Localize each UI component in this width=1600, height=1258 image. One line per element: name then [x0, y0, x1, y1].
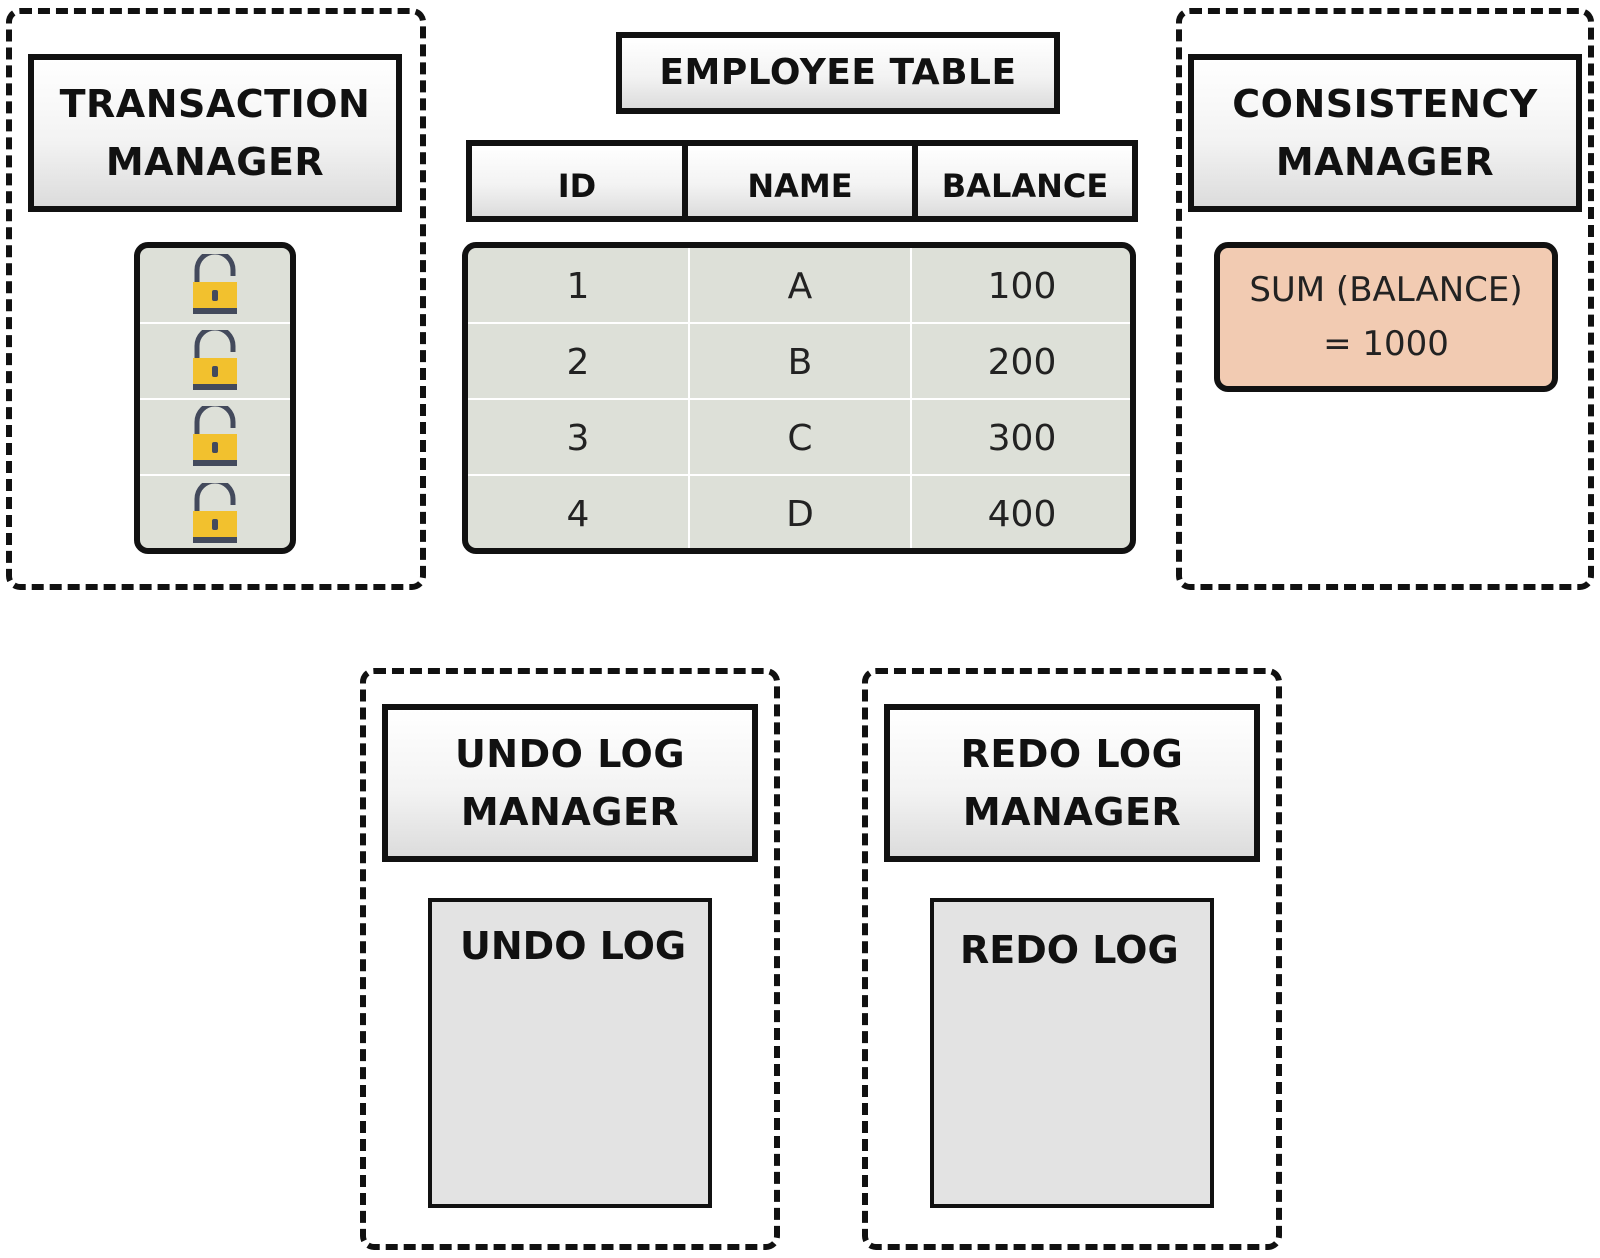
constraint-line2: = 1000	[1323, 324, 1449, 364]
undo-log-manager-title-line2: MANAGER	[460, 790, 680, 834]
table-cell: 400	[987, 493, 1057, 535]
transaction-manager-title-line1: TRANSACTION	[59, 82, 371, 126]
undo-log-label: UNDO LOG	[460, 924, 687, 968]
consistency-manager-group	[1176, 8, 1594, 590]
column-header-name: NAME	[682, 140, 918, 222]
redo-log-manager-group	[862, 668, 1282, 1250]
transaction-manager-title-line2: MANAGER	[105, 140, 325, 184]
table-cell: 3	[566, 417, 590, 459]
consistency-manager-title-line2: MANAGER	[1275, 140, 1495, 184]
transaction-manager-title: TRANSACTION MANAGER	[28, 54, 402, 212]
column-header-id: ID	[466, 140, 688, 222]
undo-log-manager-group	[360, 668, 780, 1250]
redo-log-manager-title: REDO LOG MANAGER	[884, 704, 1260, 862]
table-cell: 300	[987, 417, 1057, 459]
unlocked-padlock-icon	[193, 254, 237, 314]
lock-panel	[134, 242, 296, 554]
consistency-manager-title: CONSISTENCY MANAGER	[1188, 54, 1582, 212]
redo-log-label: REDO LOG	[960, 928, 1179, 972]
undo-log-box: UNDO LOG	[428, 898, 712, 1208]
column-header-balance: BALANCE	[912, 140, 1138, 222]
unlocked-padlock-icon	[193, 483, 237, 543]
column-header-id-label: ID	[557, 167, 597, 205]
employee-table-body: 1 A 100 2 B 200 3 C 300 4 D 400	[462, 242, 1136, 554]
constraint-line1: SUM (BALANCE)	[1249, 270, 1523, 310]
table-cell: 4	[566, 493, 590, 535]
table-cell: 200	[987, 341, 1057, 383]
table-cell: 2	[566, 341, 590, 383]
table-cell: D	[786, 493, 814, 535]
column-header-balance-label: BALANCE	[941, 167, 1109, 205]
table-cell: A	[787, 265, 813, 307]
transaction-manager-group	[6, 8, 426, 590]
undo-log-manager-title: UNDO LOG MANAGER	[382, 704, 758, 862]
unlocked-padlock-icon	[193, 330, 237, 390]
employee-table-title: EMPLOYEE TABLE	[616, 32, 1060, 114]
redo-log-manager-title-line2: MANAGER	[962, 790, 1182, 834]
lock-row	[140, 400, 290, 476]
table-cell: C	[787, 417, 813, 459]
unlocked-padlock-icon	[193, 406, 237, 466]
lock-row	[140, 324, 290, 400]
table-cell: 100	[987, 265, 1057, 307]
redo-log-box: REDO LOG	[930, 898, 1214, 1208]
undo-log-manager-title-line1: UNDO LOG	[454, 732, 686, 776]
employee-table-title-text: EMPLOYEE TABLE	[659, 52, 1017, 93]
table-cell: 1	[566, 265, 590, 307]
column-header-name-label: NAME	[747, 167, 853, 205]
consistency-manager-title-line1: CONSISTENCY	[1232, 82, 1538, 126]
lock-row	[140, 476, 290, 548]
lock-row	[140, 248, 290, 324]
consistency-constraint: SUM (BALANCE) = 1000	[1214, 242, 1558, 392]
redo-log-manager-title-line1: REDO LOG	[960, 732, 1184, 776]
table-cell: B	[787, 341, 813, 383]
